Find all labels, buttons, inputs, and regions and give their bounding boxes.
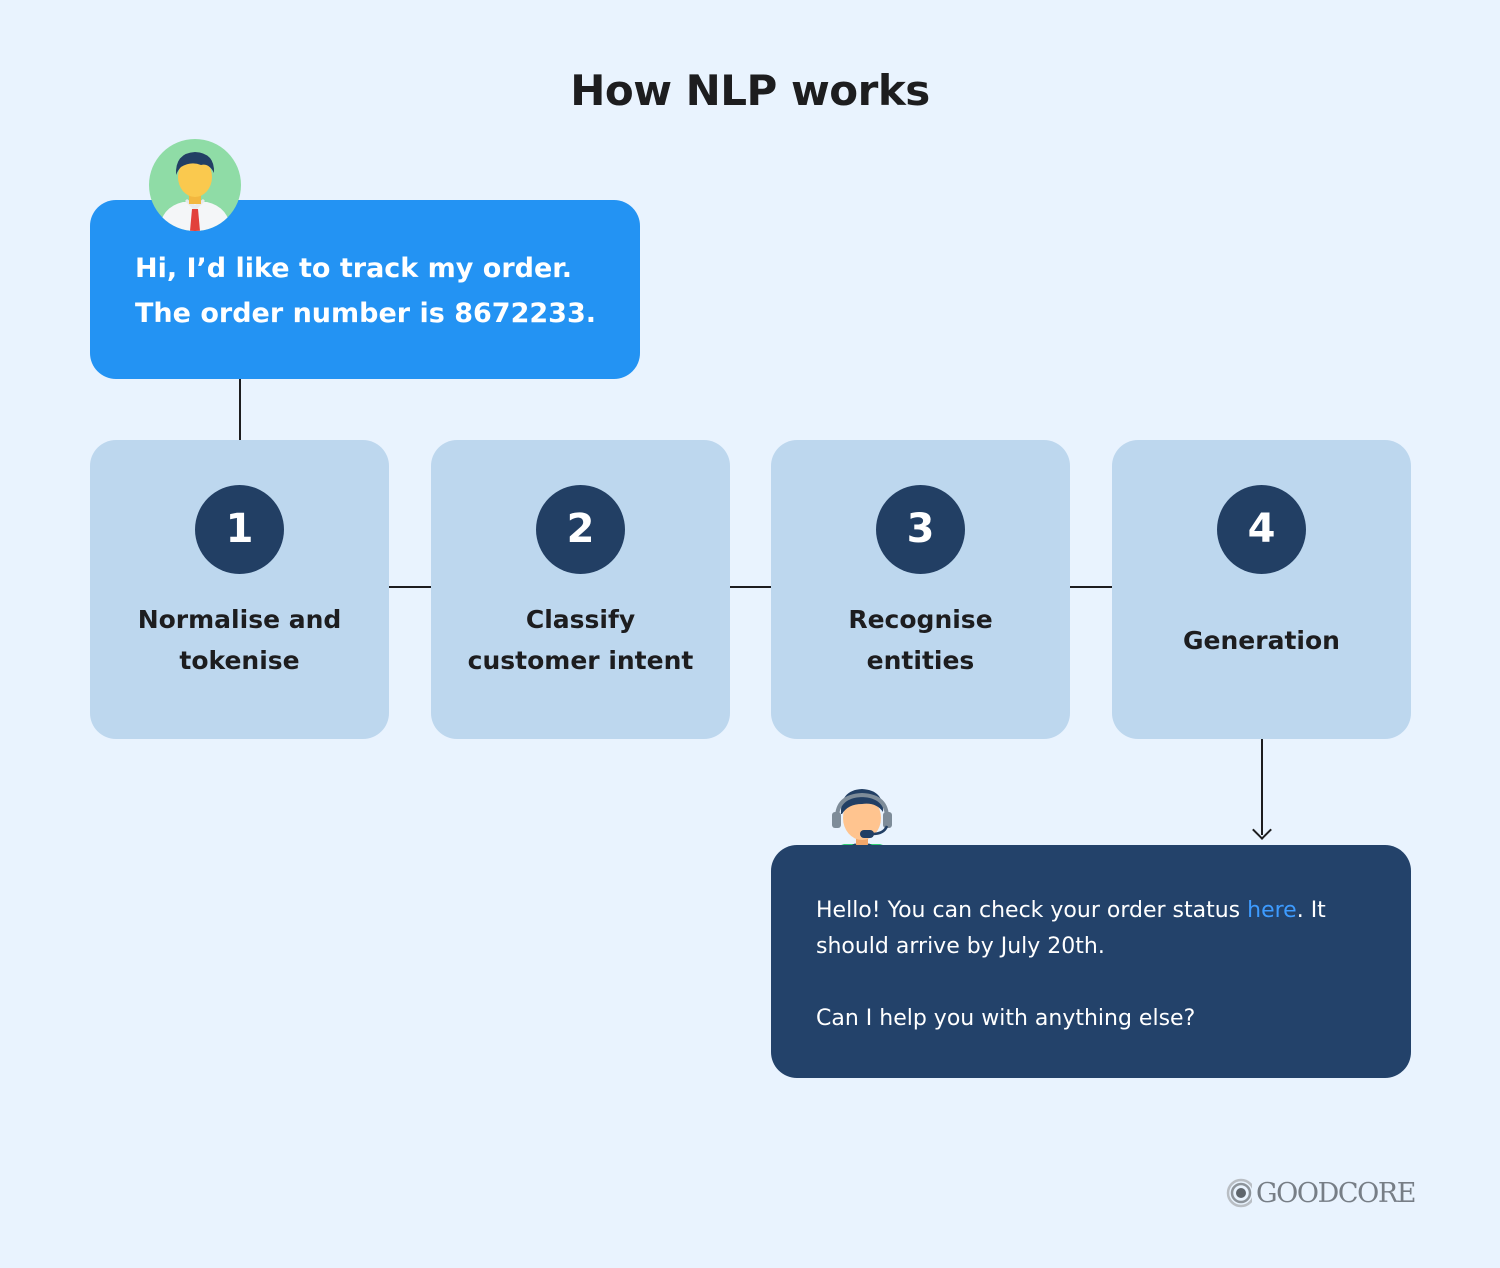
step-box-2: 2 Classify customer intent <box>431 440 730 739</box>
step-box-3: 3 Recognise entities <box>771 440 1070 739</box>
step-label-2-line-1: Classify <box>525 605 636 634</box>
arrow-user-to-step1 <box>239 379 241 467</box>
customer-avatar-icon <box>149 139 241 231</box>
order-status-link[interactable]: here <box>1247 898 1297 923</box>
agent-message-text: Hello! You can check your order status h… <box>816 893 1381 965</box>
agent-message-bubble: Hello! You can check your order status h… <box>771 845 1411 1078</box>
connector-2-3 <box>730 586 771 588</box>
step-box-1: 1 Normalise and tokenise <box>90 440 389 739</box>
arrowhead-down-icon <box>1252 820 1272 840</box>
user-message-bubble: Hi, I’d like to track my order. The orde… <box>90 200 640 379</box>
step-label-3-line-2: entities <box>866 646 975 675</box>
goodcore-logo: GOODCORE <box>1226 1176 1417 1210</box>
step-label-2: Classify customer intent <box>441 590 720 690</box>
step-label-1: Normalise and tokenise <box>100 590 379 690</box>
step-label-3-line-1: Recognise <box>848 605 993 634</box>
step-label-3: Recognise entities <box>781 590 1060 690</box>
step-number-4: 4 <box>1217 485 1306 574</box>
user-message-line-2: The order number is 8672233. <box>135 298 596 329</box>
connector-1-2 <box>389 586 431 588</box>
agent-message-part-2: . It should arrive by July 20th. <box>816 898 1326 959</box>
goodcore-logo-icon <box>1226 1178 1252 1208</box>
user-message-line-1: Hi, I’d like to track my order. <box>135 253 573 284</box>
step-number-3: 3 <box>876 485 965 574</box>
step-label-1-line-2: tokenise <box>179 646 300 675</box>
logo-text: GOODCORE <box>1256 1177 1417 1209</box>
step-label-4: Generation <box>1122 590 1401 690</box>
step-label-4-line-1: Generation <box>1183 625 1340 655</box>
connector-3-4 <box>1070 586 1112 588</box>
step-number-2: 2 <box>536 485 625 574</box>
page-title: How NLP works <box>570 66 930 115</box>
agent-message-part-1: Hello! You can check your order status <box>816 898 1248 923</box>
agent-message-question: Can I help you with anything else? <box>816 1006 1196 1031</box>
step-label-1-line-1: Normalise and <box>137 605 342 634</box>
arrow-step4-to-agent <box>1261 739 1263 835</box>
step-box-4: 4 Generation <box>1112 440 1411 739</box>
step-label-2-line-2: customer intent <box>467 646 694 675</box>
step-number-1: 1 <box>195 485 284 574</box>
